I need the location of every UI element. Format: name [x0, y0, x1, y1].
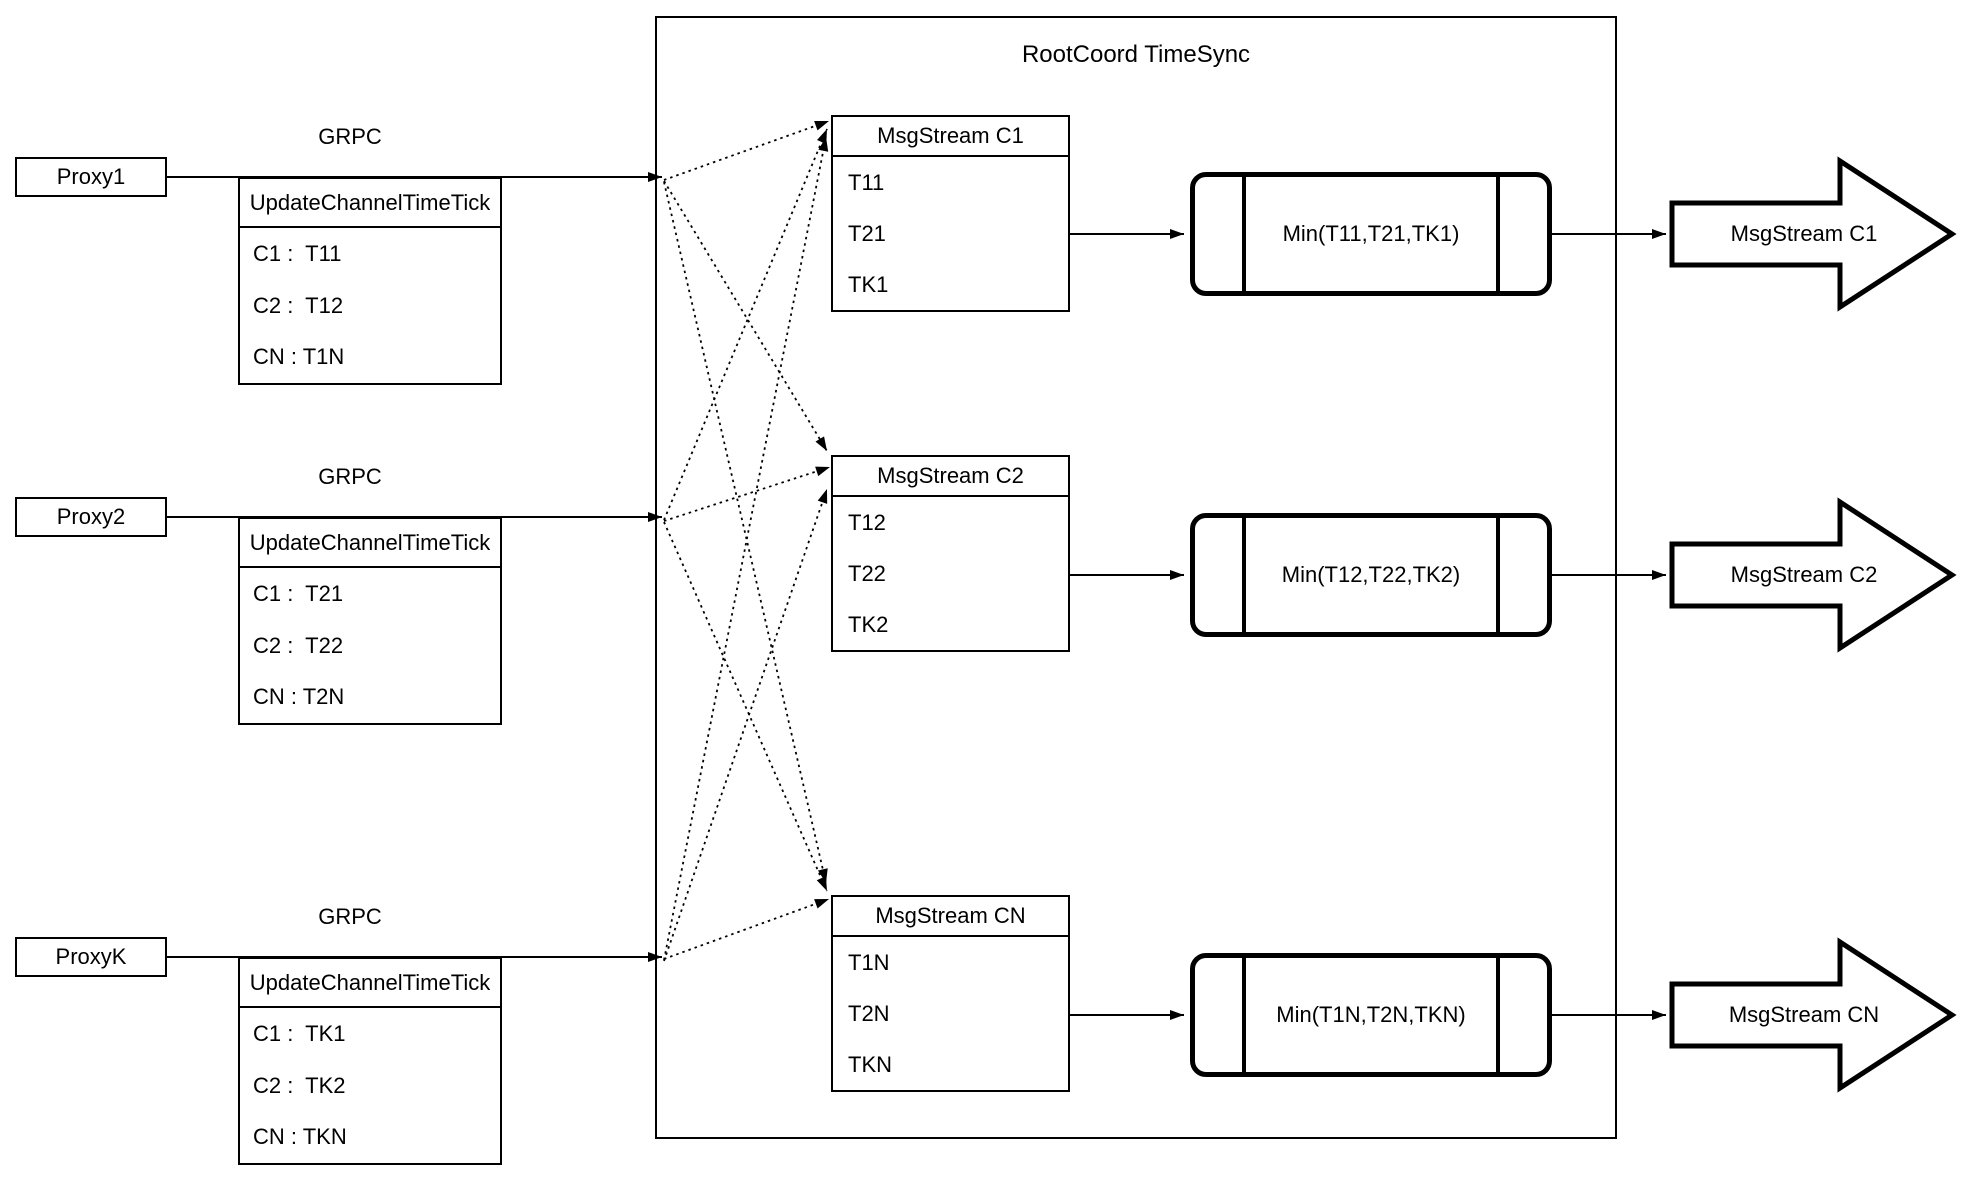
msgstream-c1-table: MsgStream C1 T11 T21 TK1	[831, 115, 1070, 312]
table-row: CN : TKN	[253, 1124, 347, 1150]
grpc-label-3: GRPC	[318, 904, 382, 929]
table-row: T21	[848, 220, 886, 246]
table-header: UpdateChannelTimeTick	[240, 179, 500, 228]
update-channel-timetick-table-1: UpdateChannelTimeTick C1 : T11 C2 : T12 …	[238, 177, 502, 385]
table-body: T11 T21 TK1	[833, 157, 1068, 310]
table-row: C2 : T12	[253, 292, 344, 318]
table-row: C2 : TK2	[253, 1072, 346, 1098]
process-divider	[1496, 518, 1500, 632]
proxyk-label: ProxyK	[55, 944, 127, 969]
output-arrow-label-2: MsgStream C2	[1730, 562, 1878, 587]
table-row: C2 : T22	[253, 632, 344, 658]
table-header: MsgStream C1	[833, 117, 1068, 157]
table-row: TKN	[848, 1051, 892, 1077]
table-row: TK1	[848, 271, 889, 297]
table-body: T1N T2N TKN	[833, 937, 1068, 1090]
table-header: UpdateChannelTimeTick	[240, 959, 500, 1008]
proxyk-box: ProxyK	[15, 937, 167, 977]
min-reducer-box-2: Min(T12,T22,TK2)	[1190, 513, 1552, 637]
update-channel-timetick-table-3: UpdateChannelTimeTick C1 : TK1 C2 : TK2 …	[238, 957, 502, 1165]
update-channel-timetick-table-2: UpdateChannelTimeTick C1 : T21 C2 : T22 …	[238, 517, 502, 725]
table-body: C1 : T11 C2 : T12 CN : T1N	[240, 228, 500, 383]
process-divider	[1242, 958, 1246, 1072]
output-arrow-label-3: MsgStream CN	[1728, 1002, 1880, 1027]
output-arrow-label-1: MsgStream C1	[1730, 221, 1878, 246]
table-body: T12 T22 TK2	[833, 497, 1068, 650]
table-row: T11	[848, 169, 885, 195]
table-header: MsgStream CN	[833, 897, 1068, 937]
table-row: TK2	[848, 611, 889, 637]
table-header: MsgStream C2	[833, 457, 1068, 497]
table-row: T2N	[848, 1000, 890, 1026]
proxy1-label: Proxy1	[56, 164, 126, 189]
table-row: C1 : TK1	[253, 1020, 346, 1046]
proxy2-label: Proxy2	[56, 504, 126, 529]
min-label: Min(T12,T22,TK2)	[1281, 562, 1461, 587]
table-body: C1 : TK1 C2 : TK2 CN : TKN	[240, 1008, 500, 1163]
grpc-label-1: GRPC	[318, 124, 382, 149]
min-reducer-box-1: Min(T11,T21,TK1)	[1190, 172, 1552, 296]
process-divider	[1242, 177, 1246, 291]
process-divider	[1496, 177, 1500, 291]
table-row: T22	[848, 560, 886, 586]
min-label: Min(T11,T21,TK1)	[1282, 221, 1460, 246]
proxy2-box: Proxy2	[15, 497, 167, 537]
table-row: C1 : T11	[253, 240, 342, 266]
proxy1-box: Proxy1	[15, 157, 167, 197]
min-reducer-box-3: Min(T1N,T2N,TKN)	[1190, 953, 1552, 1077]
msgstream-c2-table: MsgStream C2 T12 T22 TK2	[831, 455, 1070, 652]
table-body: C1 : T21 C2 : T22 CN : T2N	[240, 568, 500, 723]
table-row: C1 : T21	[253, 580, 344, 606]
table-row: CN : T1N	[253, 344, 345, 370]
msgstream-cn-table: MsgStream CN T1N T2N TKN	[831, 895, 1070, 1092]
process-divider	[1496, 958, 1500, 1072]
table-header: UpdateChannelTimeTick	[240, 519, 500, 568]
process-divider	[1242, 518, 1246, 632]
grpc-label-2: GRPC	[318, 464, 382, 489]
rootcoord-title: RootCoord TimeSync	[1021, 41, 1251, 68]
min-label: Min(T1N,T2N,TKN)	[1276, 1002, 1466, 1027]
table-row: CN : T2N	[253, 684, 345, 710]
rootcoord-container	[655, 16, 1617, 1139]
table-row: T1N	[848, 949, 890, 975]
table-row: T12	[848, 509, 886, 535]
